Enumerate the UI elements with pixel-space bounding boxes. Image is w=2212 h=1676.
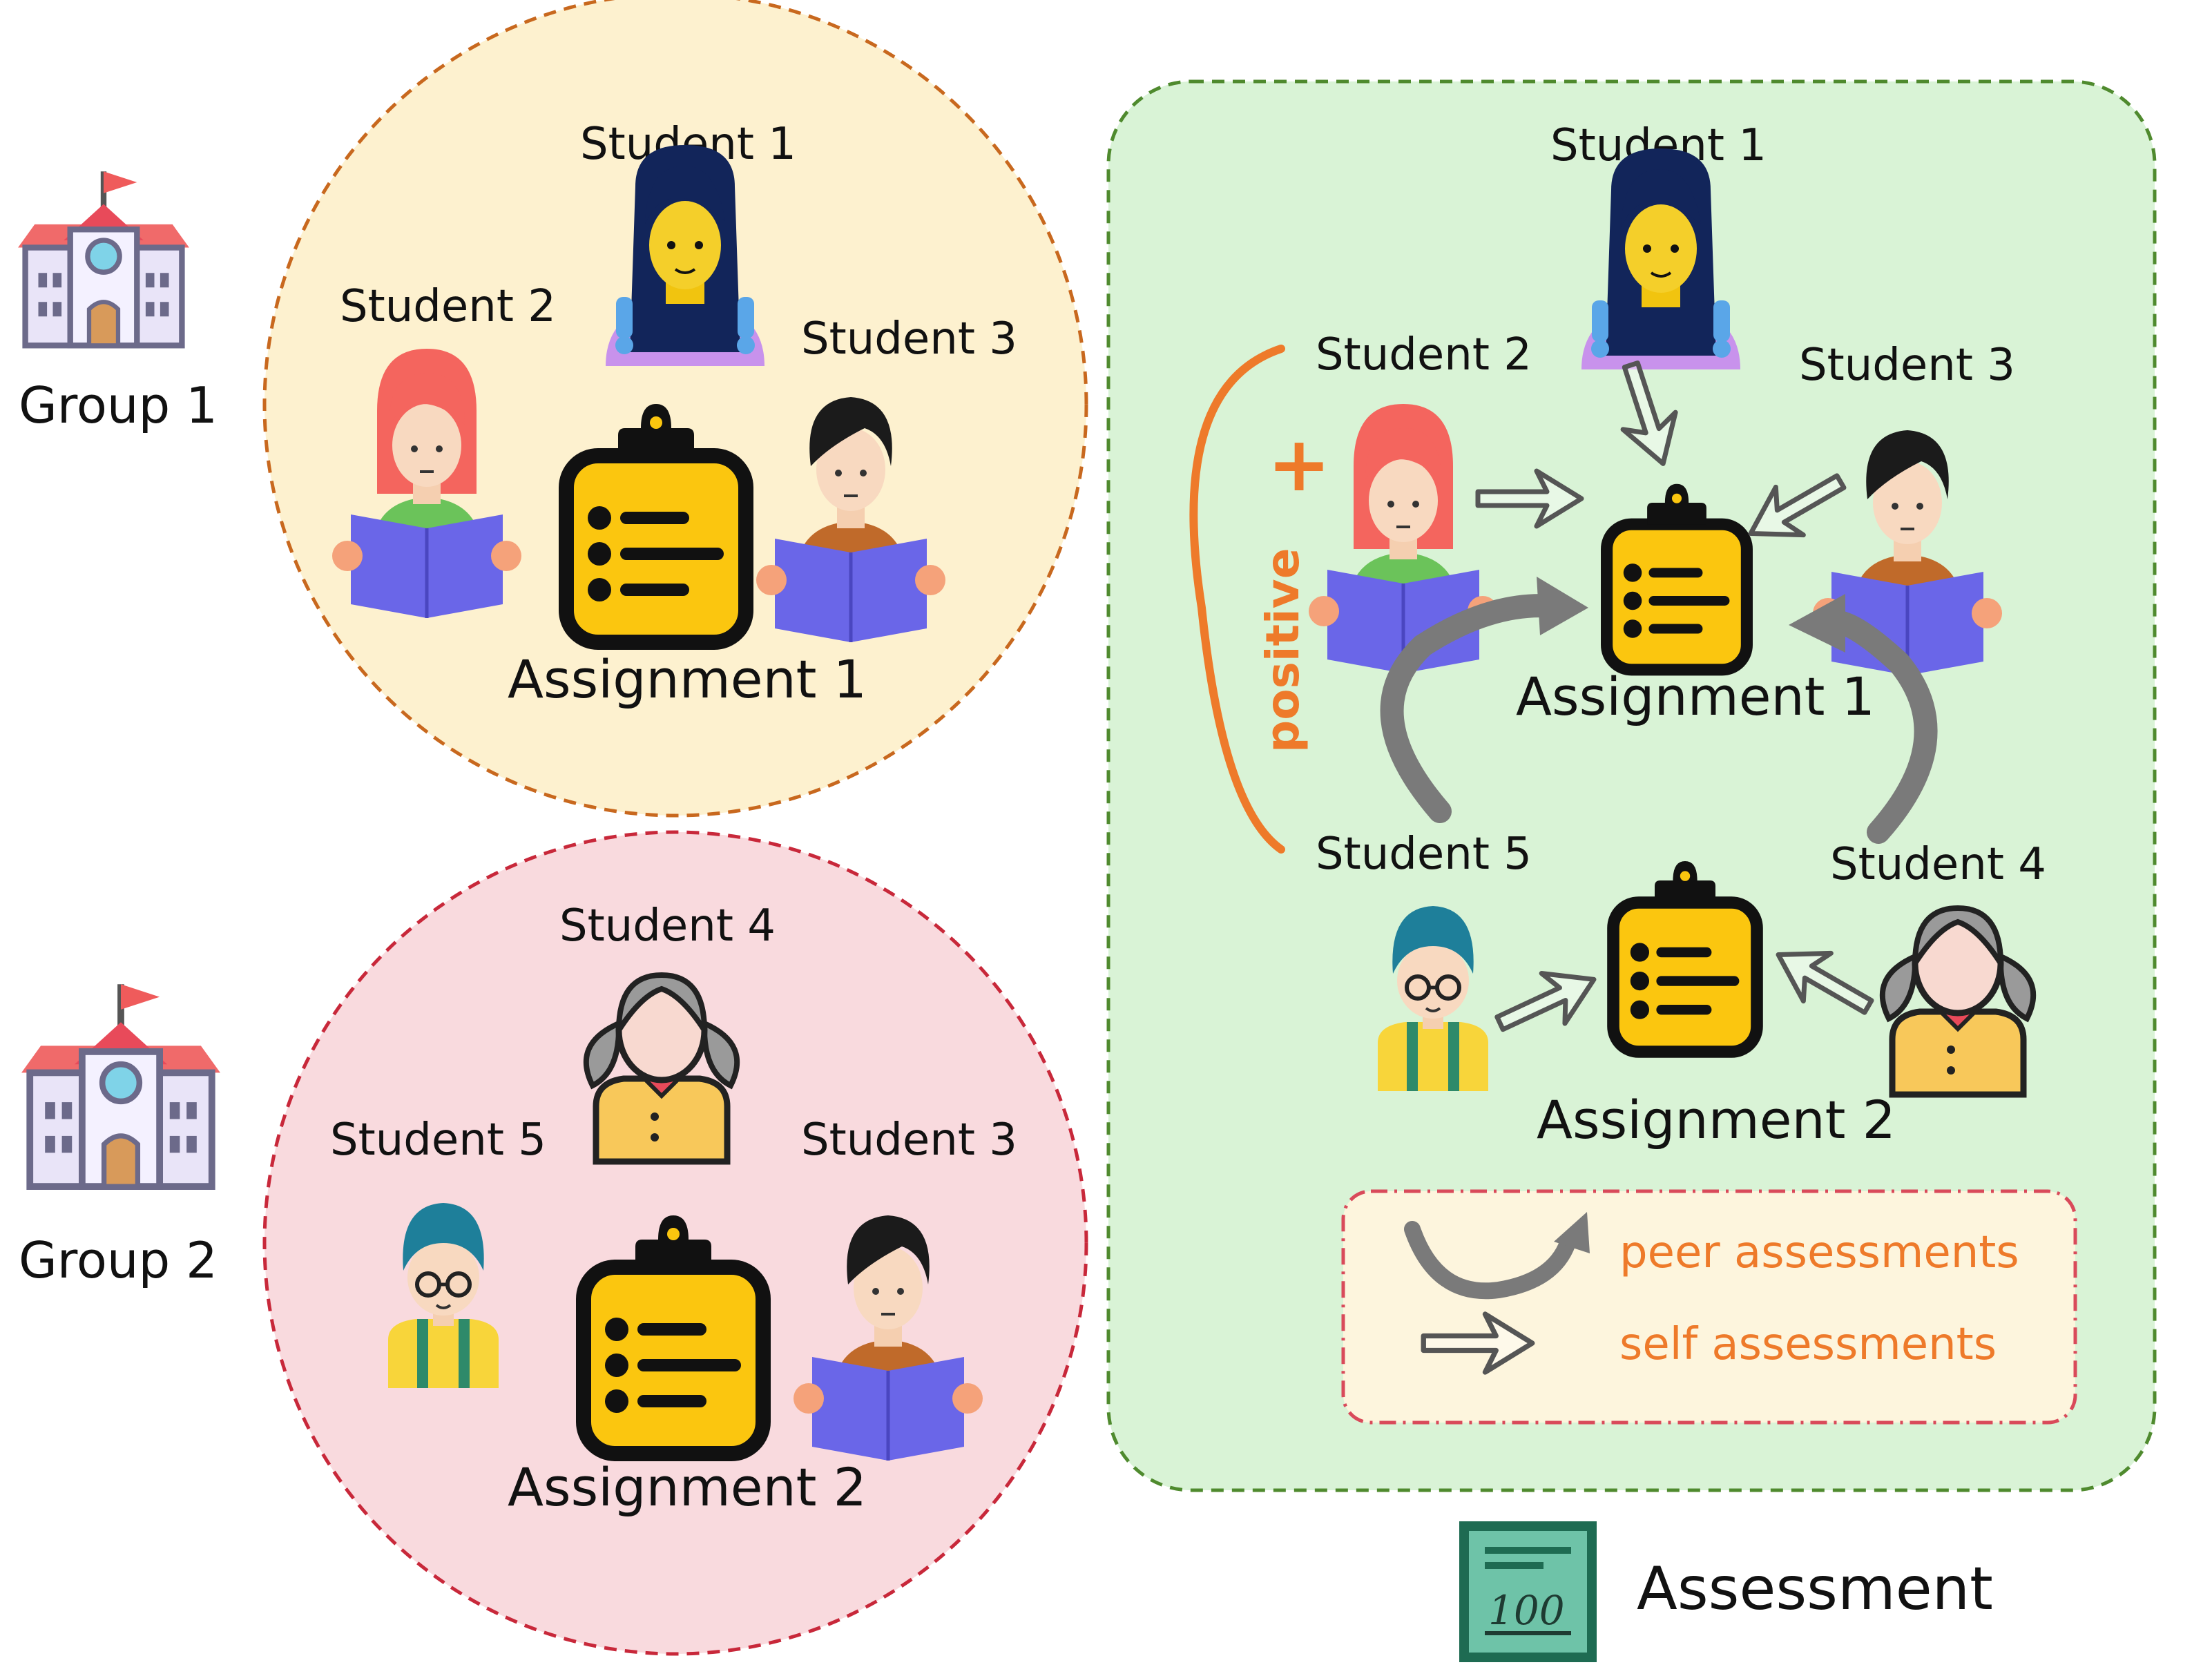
group-2-student-4-label: Student 4 [559, 900, 776, 952]
peer-arrow-icon [1380, 577, 1588, 823]
group-1-student-2-label: Student 2 [340, 281, 556, 332]
legend-self-label: self assessments [1619, 1319, 1997, 1370]
school-icon [18, 171, 189, 345]
assessment-icon: 100 [1459, 1521, 1597, 1662]
panel-student-3-label: Student 3 [1799, 340, 2015, 391]
assessment-score: 100 [1488, 1587, 1565, 1634]
positive-label: positive [1256, 548, 1309, 753]
group-2-assignment-label: Assignment 2 [508, 1456, 867, 1518]
positive-bracket [1189, 345, 1285, 854]
plus-icon: + [1267, 420, 1331, 508]
school-icon [21, 984, 220, 1186]
peer-arrow-icon [1404, 1212, 1590, 1300]
panel-assignment-2-label: Assignment 2 [1537, 1089, 1896, 1150]
panel-student-4-label: Student 4 [1830, 839, 2046, 890]
panel-student-2-label: Student 2 [1316, 329, 1532, 381]
legend-peer-label: peer assessments [1619, 1227, 2019, 1278]
legend-box [1341, 1189, 2077, 1425]
group-2-student-3-label: Student 3 [801, 1115, 1017, 1166]
assessment-panel: + positive Student 1 Student 2 Student 3… [1106, 79, 2157, 1492]
group-1-label: Group 1 [19, 376, 218, 434]
legend: peer assessments self assessments [1341, 1189, 2077, 1425]
assessment-label: Assessment [1637, 1554, 1993, 1624]
group-2-cluster: Group 2 Student 4 Student 5 Student 3 As… [19, 830, 1088, 1656]
panel-assignment-1-label: Assignment 1 [1516, 666, 1875, 727]
group-2-student-5-label: Student 5 [330, 1115, 546, 1166]
peer-arrow-icon [1789, 594, 1938, 844]
assessment-footer: 100 Assessment [1459, 1521, 1993, 1662]
group-1-student-3-label: Student 3 [801, 314, 1017, 365]
group-1-cluster: Group 1 Student 1 Student 2 Student 3 As… [18, 0, 1088, 818]
group-1-assignment-label: Assignment 1 [508, 648, 867, 710]
panel-student-5-label: Student 5 [1316, 829, 1532, 880]
group-2-label: Group 2 [19, 1231, 218, 1289]
